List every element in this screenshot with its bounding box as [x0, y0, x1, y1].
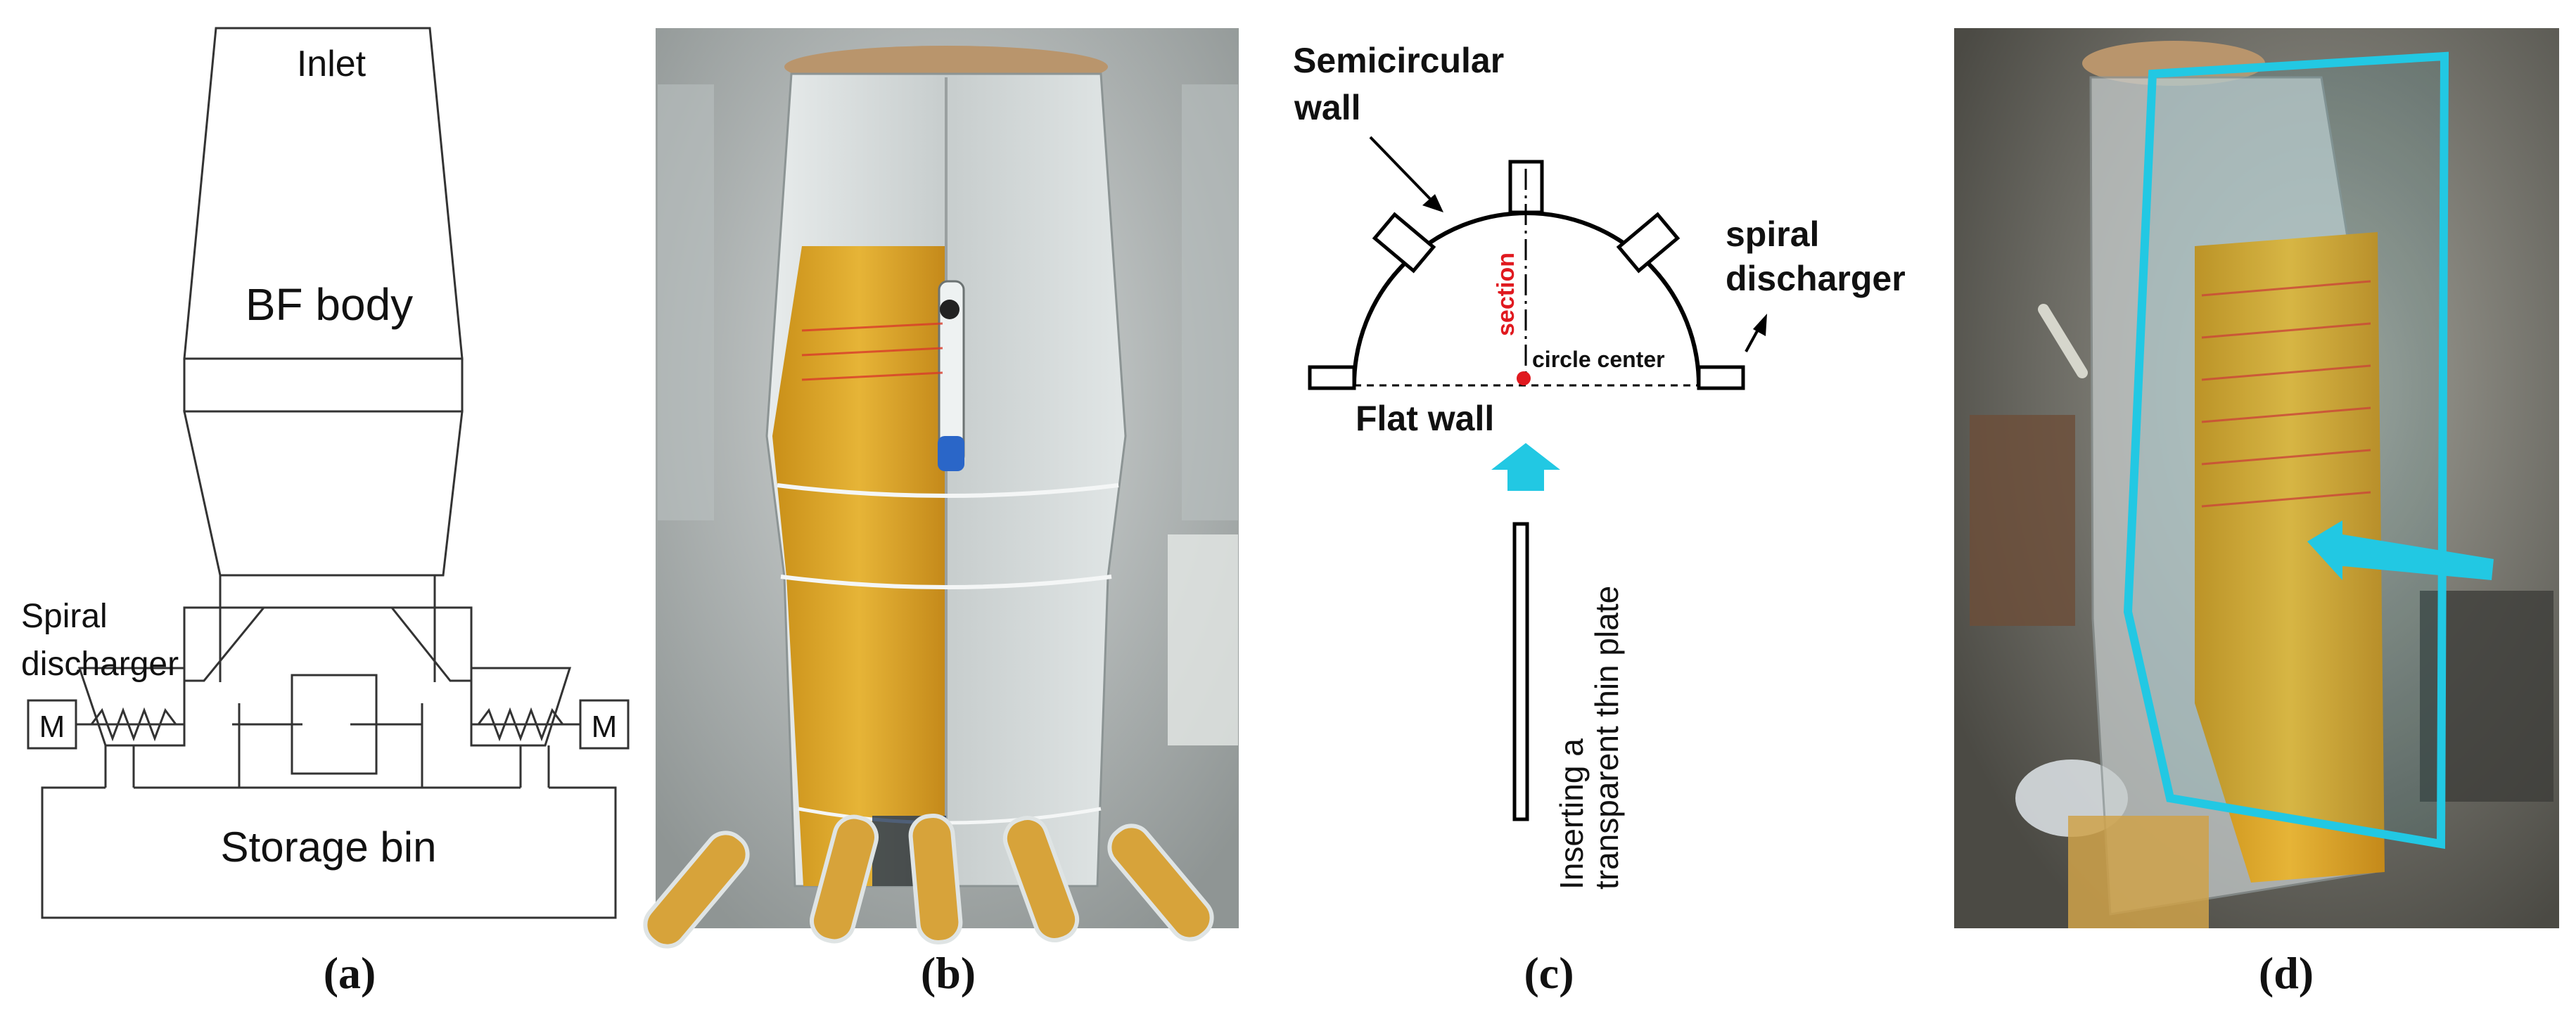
transparent-plate-highlight: [2123, 51, 2449, 850]
discharge-tubes: [643, 814, 1214, 949]
circle-center-label: circle center: [1532, 347, 1665, 372]
left-discharger-stub: [1308, 365, 1356, 390]
flat-wall-label: Flat wall: [1356, 399, 1494, 438]
upper-left-discharger-stub: [1372, 212, 1436, 274]
plate-label-line2: transparent thin plate: [1588, 586, 1625, 890]
wall-pointer-line: [1369, 136, 1436, 205]
spiral-discharger-label-line1: spiral: [1726, 214, 1819, 254]
spiral-discharger-label-line1: Spiral: [21, 598, 108, 635]
viewing-arrow: [2307, 520, 2494, 580]
panel-b-photo: (b): [643, 28, 1239, 998]
wall-pointer-head: [1422, 194, 1443, 212]
motor-left-label: M: [39, 710, 65, 744]
section-label: section: [1493, 252, 1519, 336]
motor-left-box: [27, 699, 77, 750]
spiral-discharger-label-line2: discharger: [1726, 259, 1906, 298]
caption-d: (d): [2259, 948, 2314, 998]
plate-label-line1: Inserting a: [1553, 738, 1590, 890]
motor-right-label: M: [592, 710, 618, 744]
grain-fill: [772, 246, 946, 886]
spiral-discharger-label-line2: discharger: [21, 646, 179, 683]
insertion-arrow: [1491, 443, 1560, 491]
caption-c: (c): [1524, 948, 1574, 998]
caption-b: (b): [921, 948, 976, 998]
upper-right-discharger-stub: [1616, 212, 1681, 274]
grain-fill-d: [2195, 232, 2385, 883]
inlet-label: Inlet: [297, 44, 366, 84]
circle-center-dot: [1517, 371, 1531, 385]
semicircular-wall-label-line1: Semicircular: [1293, 41, 1504, 80]
panel-d-photo: (d): [1954, 28, 2559, 998]
bf-body-outline: [183, 27, 464, 682]
motor-right-box: [579, 699, 630, 750]
discharger-pointer-head: [1753, 314, 1767, 336]
storage-bin-label: Storage bin: [221, 823, 437, 871]
panel-c-diagram: Semicircular wall spiral discharger sect…: [1293, 41, 1906, 998]
right-discharger-schematic: [389, 606, 630, 788]
left-discharger-schematic: [27, 606, 302, 788]
bf-body-label: BF body: [246, 279, 413, 330]
center-coupling-schematic: [291, 674, 423, 775]
caption-a: (a): [324, 948, 376, 998]
semicircular-wall-label-line2: wall: [1294, 88, 1360, 127]
right-discharger-stub: [1697, 365, 1745, 390]
transparent-thin-plate: [1512, 522, 1529, 821]
panel-a-schematic: Inlet BF body Spiral discharger M M Stor…: [21, 27, 630, 998]
lid-d: [2082, 41, 2265, 86]
storage-bin-outline: [41, 786, 617, 919]
